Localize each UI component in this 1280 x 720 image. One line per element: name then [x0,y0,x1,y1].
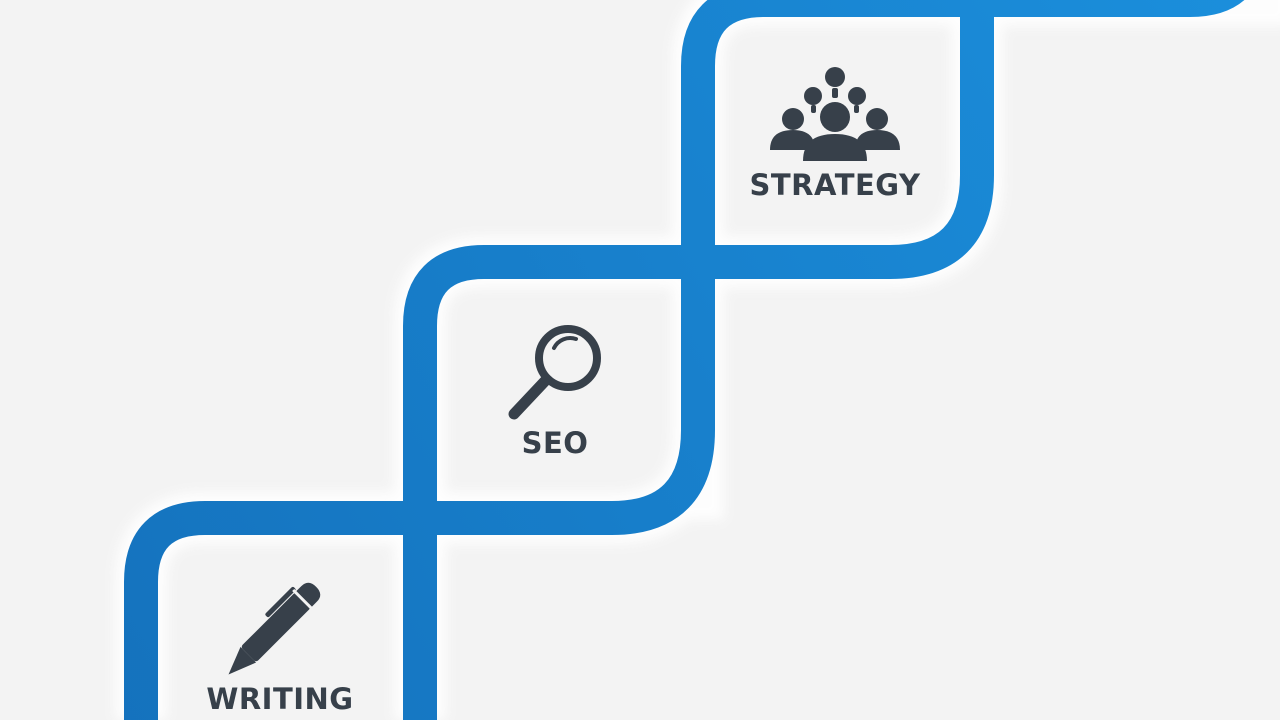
ribbon-segment-seo [403,0,994,720]
ribbon-strands [124,0,1245,720]
strategy-label: STRATEGY [749,168,921,202]
magnifier-icon [508,325,601,420]
team-icon [770,67,900,161]
pen-icon [228,582,321,675]
seo-label: SEO [521,426,589,460]
writing-label: WRITING [206,682,354,716]
ribbon-segment-strategy [681,0,1245,270]
ribbon-segment-writing [124,270,715,720]
